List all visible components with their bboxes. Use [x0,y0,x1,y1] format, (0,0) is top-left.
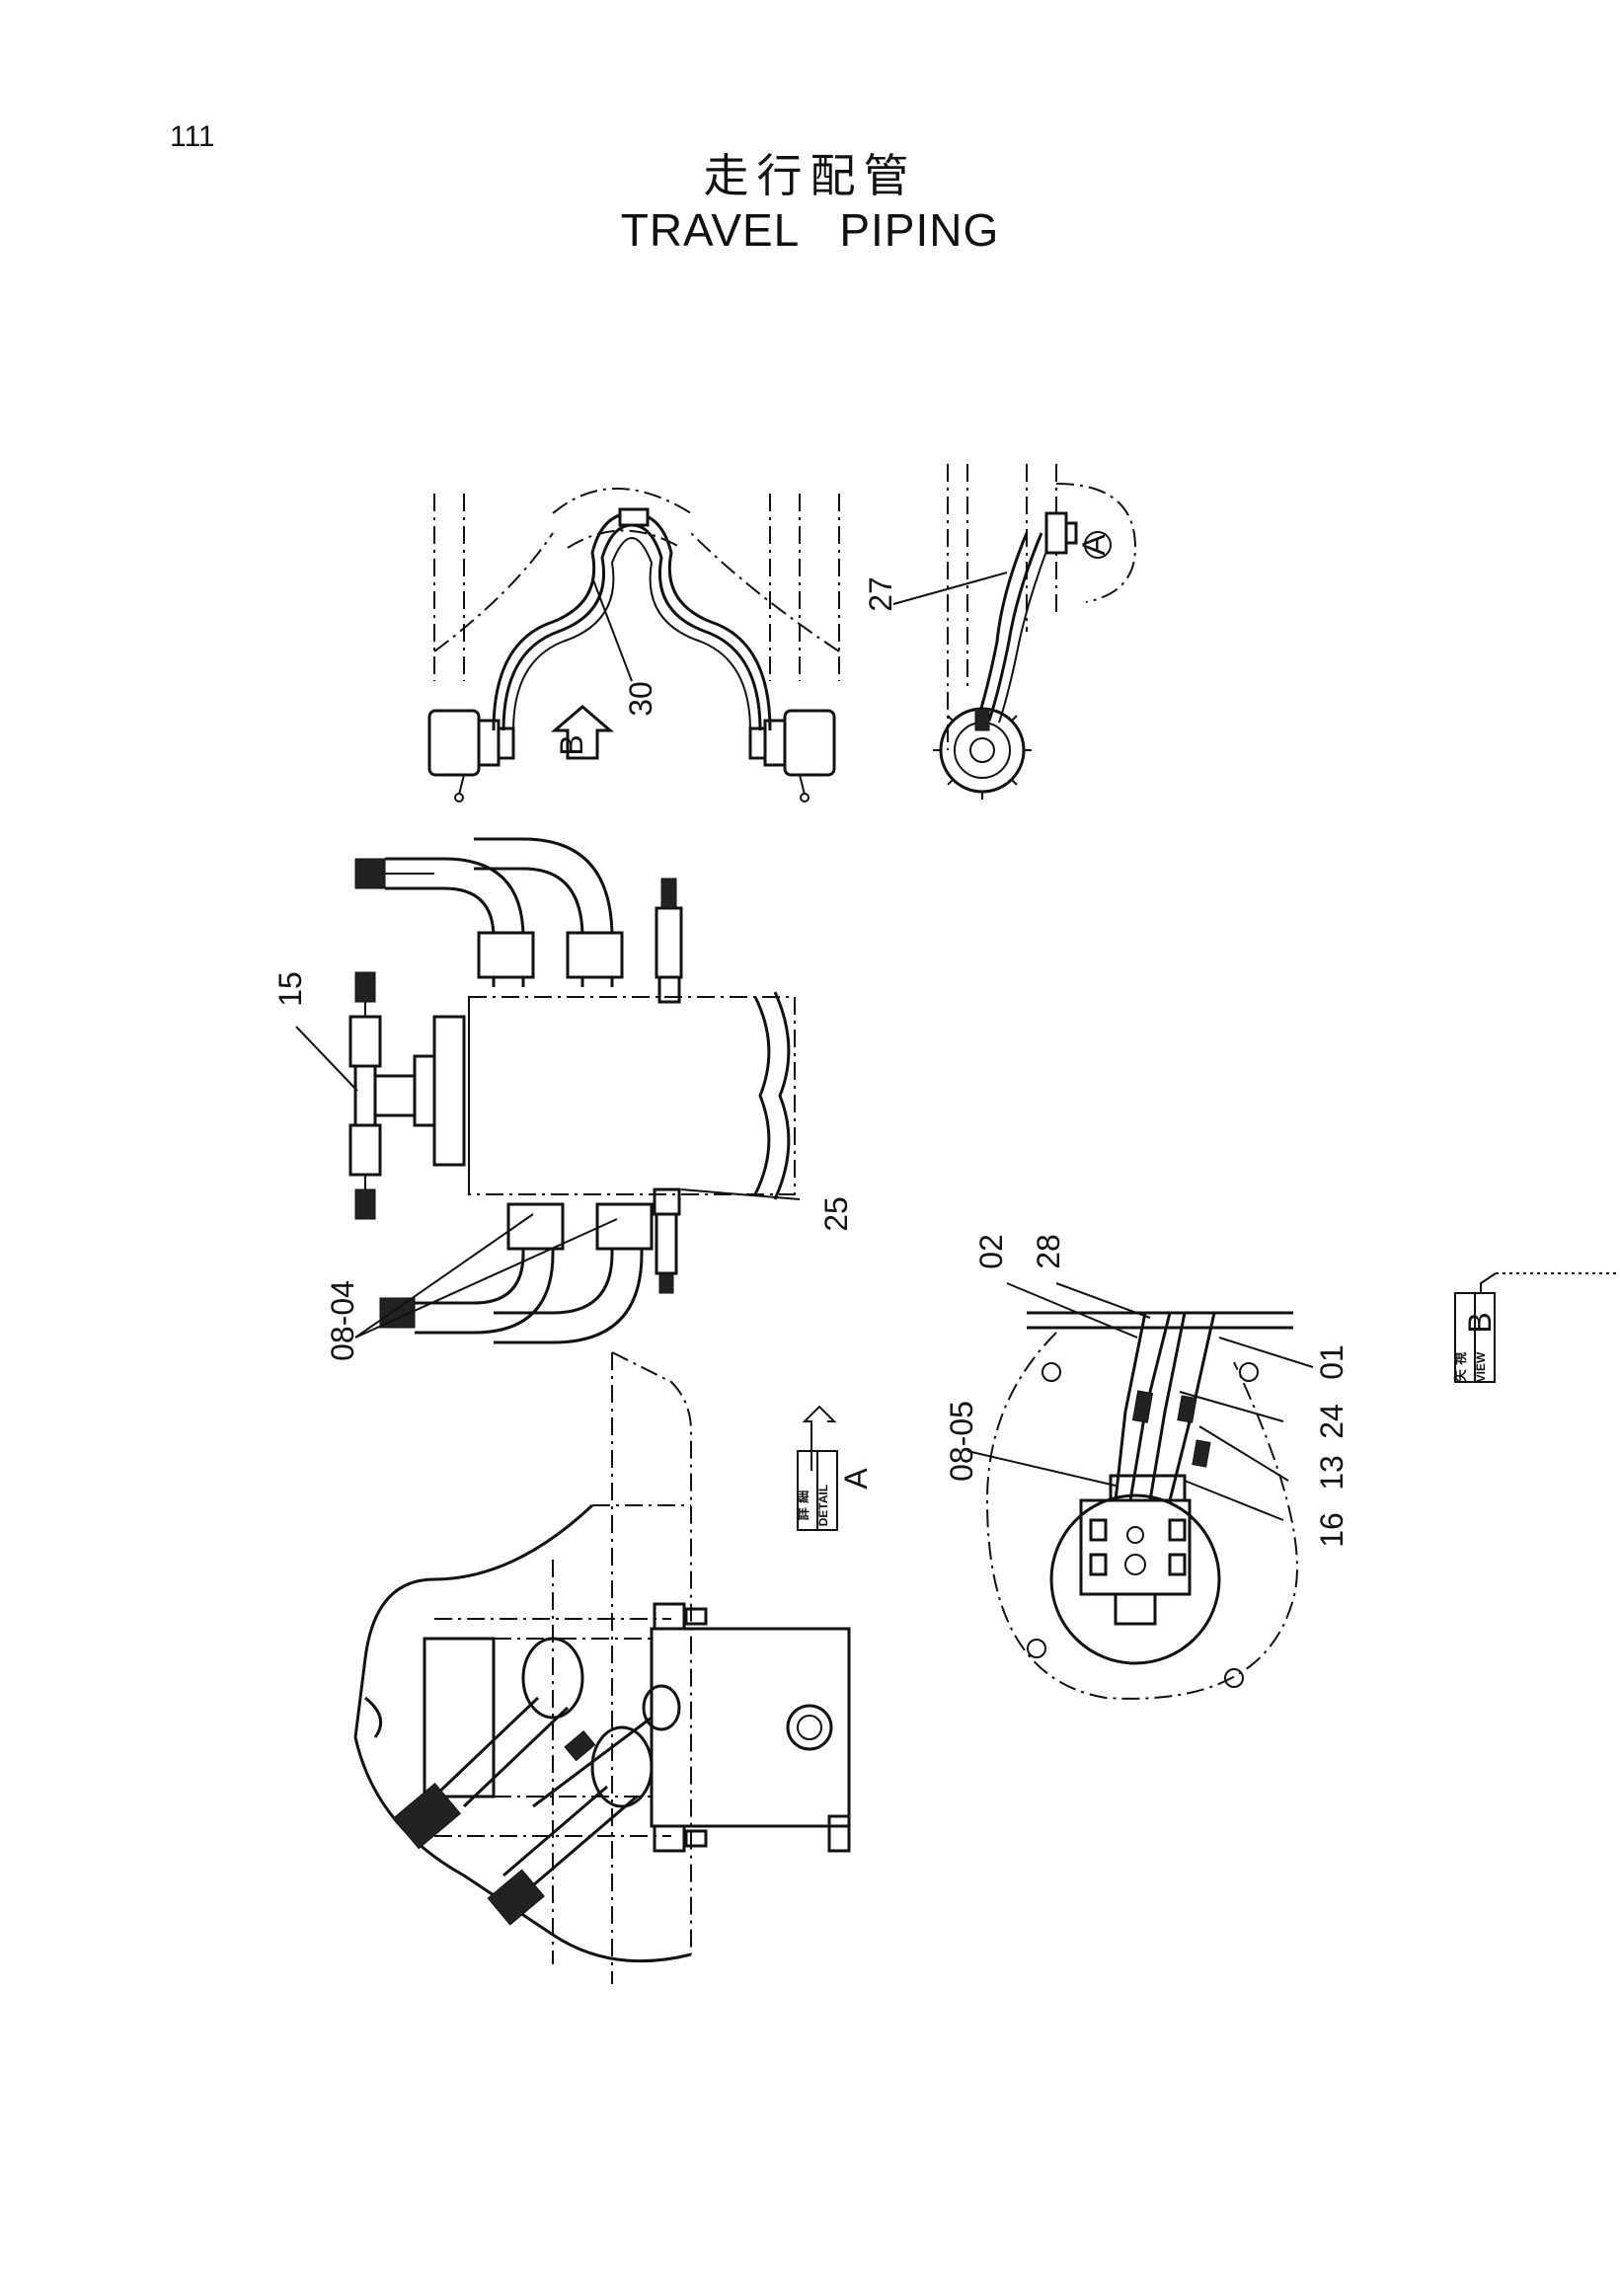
callout-24: 24 [1314,1404,1350,1439]
callout-13: 13 [1314,1455,1350,1491]
view-tag-letter: B [1462,1312,1498,1333]
callout-30: 30 [623,681,658,717]
view-b-tag: 矢 視 VIEW B [1453,1272,1620,1383]
callout-28: 28 [1031,1234,1066,1269]
callout-15: 15 [272,971,308,1007]
undercarriage-top-view: B [427,488,840,803]
callout-27: 27 [863,576,898,612]
detail-a-tag: 詳 細 DETAIL A [796,1405,874,1531]
callout-01: 01 [1314,1344,1350,1380]
view-b-arrow-label: B [554,734,589,755]
detail-tag-en: DETAIL [816,1485,830,1526]
callout-02: 02 [973,1234,1009,1269]
page-title-english: TRAVEL PIPING [620,204,1000,256]
circle-a-label: A [1076,534,1112,556]
detail-a-view [353,1351,851,1984]
detail-tag-letter: A [838,1468,874,1490]
callout-25: 25 [818,1196,854,1232]
page-title-japanese: 走行配管 [703,149,917,202]
callout-08-05: 08-05 [944,1401,979,1482]
view-tag-jp: 矢 視 [1453,1352,1469,1383]
center-joint-piping [295,837,801,1344]
view-b-drawing [966,1282,1314,1700]
callout-08-04: 08-04 [325,1280,360,1361]
callout-16: 16 [1314,1512,1350,1548]
page-number: 111 [170,120,215,153]
sprocket-side-view: A [892,464,1137,800]
view-tag-en: VIEW [1474,1351,1488,1382]
part-callouts: 30 27 15 25 08-04 02 28 01 24 13 16 08-0… [272,576,1350,1548]
detail-tag-jp: 詳 細 [796,1491,811,1521]
